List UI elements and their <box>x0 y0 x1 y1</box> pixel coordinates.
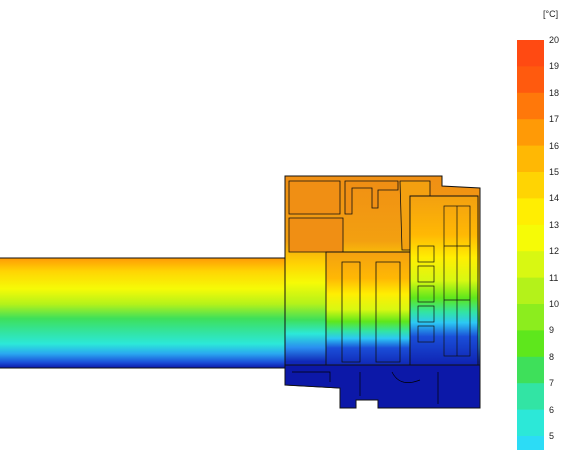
legend-swatch <box>517 66 544 94</box>
sash-inner-chamber <box>341 261 361 363</box>
legend-swatch <box>517 436 544 450</box>
legend-tick-label: 11 <box>549 272 559 283</box>
legend-swatch <box>517 145 544 173</box>
frame-upper-chamber <box>288 180 341 215</box>
legend-unit-label: [°C] <box>543 9 559 19</box>
temperature-legend <box>517 40 544 450</box>
legend-swatch <box>517 172 544 199</box>
legend-swatch <box>517 224 544 252</box>
legend-tick-label: 5 <box>549 431 555 441</box>
legend-swatch <box>517 198 544 226</box>
sash-profile <box>325 251 411 373</box>
legend-tick-label: 13 <box>549 219 560 230</box>
legend-swatch <box>517 330 544 358</box>
legend-tick-label: 10 <box>549 299 560 309</box>
frame-top-hook <box>344 180 399 215</box>
legend-swatch <box>517 304 544 331</box>
glazing-body <box>0 258 326 368</box>
legend-swatch <box>517 409 544 437</box>
sash-inner-chamber-2 <box>375 261 401 363</box>
legend-tick-label: 20 <box>549 35 560 45</box>
frame-upper-chamber-2 <box>288 217 344 253</box>
window-frame-profile <box>284 175 481 409</box>
frame-base-details <box>292 371 439 404</box>
legend-swatch <box>517 277 544 305</box>
legend-swatch <box>517 383 544 411</box>
frame-right-chambers <box>417 205 471 357</box>
legend-tick-label: 19 <box>549 61 560 72</box>
legend-tick-label: 14 <box>549 193 560 204</box>
legend-swatch <box>517 92 544 120</box>
legend-swatch <box>517 119 544 147</box>
legend-tick-label: 9 <box>549 325 555 336</box>
legend-tick-label: 15 <box>549 167 560 177</box>
legend-swatch <box>517 356 544 384</box>
legend-tick-label: 18 <box>549 87 560 98</box>
frame-cold-base <box>284 364 481 409</box>
legend-swatch <box>517 40 544 67</box>
legend-tick-label: 16 <box>549 140 560 151</box>
glazing-unit <box>0 257 327 369</box>
legend-tick-label: 12 <box>549 246 560 257</box>
legend-tick-label: 8 <box>549 351 555 362</box>
legend-tick-label: 6 <box>549 404 555 415</box>
legend-swatch <box>517 251 544 279</box>
legend-tick-label: 17 <box>549 114 560 125</box>
legend-tick-label: 7 <box>549 378 555 389</box>
